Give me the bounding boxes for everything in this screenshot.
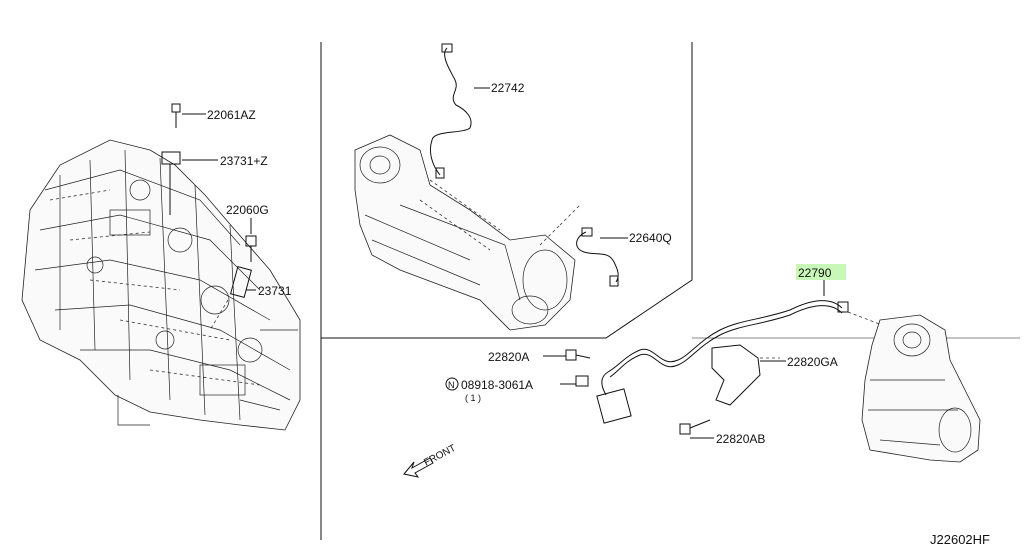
front-arrow-icon xyxy=(403,457,434,478)
engine-block-illustration xyxy=(21,139,301,431)
catalyst-inset-illustration xyxy=(354,43,619,331)
label-22820GA: 22820GA xyxy=(787,355,838,369)
leader-lines-inset xyxy=(474,87,628,239)
label-08918-qty: ( 1 ) xyxy=(465,393,481,403)
label-23731Z: 23731+Z xyxy=(220,154,268,168)
leader-lines-left xyxy=(182,113,256,291)
label-22060G: 22060G xyxy=(226,203,269,217)
sensor-23731Z-illustration xyxy=(161,103,181,215)
label-23731: 23731 xyxy=(258,284,292,298)
label-08918-3061A: 08918-3061A xyxy=(461,378,533,392)
label-22742: 22742 xyxy=(491,81,525,95)
catalyst-converter-illustration xyxy=(861,314,981,463)
bolt-22820A-illustration xyxy=(565,349,591,361)
n-symbol-letter: N xyxy=(448,380,455,390)
label-22820A: 22820A xyxy=(488,350,529,364)
label-22790-highlight xyxy=(796,264,846,280)
n-symbol-circle xyxy=(445,377,459,391)
sensor-23731-illustration xyxy=(209,235,257,331)
bolt-22820AB-illustration xyxy=(679,419,711,435)
inset-frame xyxy=(321,42,693,339)
label-22061AZ: 22061AZ xyxy=(207,108,256,122)
front-label: FRONT xyxy=(422,443,458,469)
label-22640Q: 22640Q xyxy=(629,231,672,245)
harness-22790-illustration xyxy=(596,300,896,424)
label-22790: 22790 xyxy=(798,266,832,280)
leader-lines-lower xyxy=(543,280,825,439)
nut-08918-illustration xyxy=(575,375,589,387)
diagram-id-code: J22602HF xyxy=(930,532,990,547)
label-22820AB: 22820AB xyxy=(716,432,765,446)
bracket-22820GA-illustration xyxy=(711,344,780,406)
